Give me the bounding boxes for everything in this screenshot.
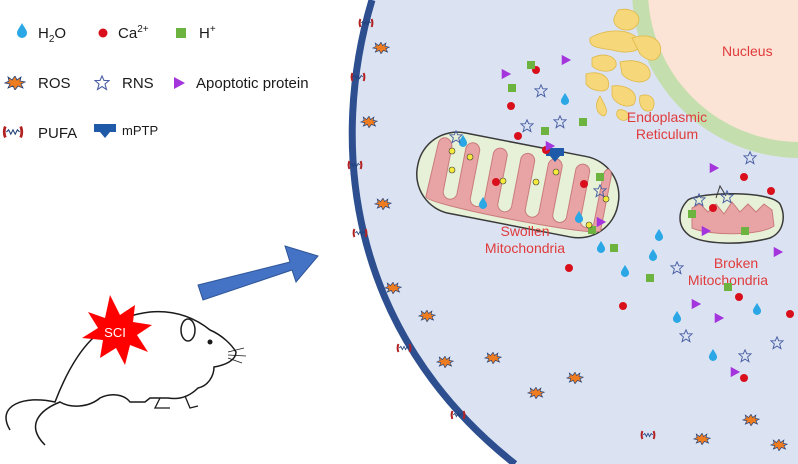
cytoplasm-proton-group (508, 61, 749, 291)
green-square-icon (588, 226, 596, 234)
red-dot-icon (709, 204, 717, 212)
green-square-icon (176, 28, 186, 38)
legend-label-pufa: PUFA (38, 125, 77, 142)
mptp-on-mitochondria (546, 148, 564, 162)
nucleus (648, 0, 798, 142)
legend-label-apoptotic: Apoptotic protein (196, 75, 309, 92)
legend-item-pufa: PUFA (2, 125, 77, 142)
green-square-icon (527, 61, 535, 69)
legend-item-proton: H+ (176, 24, 216, 42)
red-dot-icon (786, 310, 794, 318)
red-dot-icon (565, 264, 573, 272)
red-dot-icon (735, 293, 743, 301)
broken-label-line1: Broken (714, 255, 758, 271)
pufa-icon (2, 125, 24, 139)
mito-yellow-dots (448, 147, 610, 229)
red-dot-icon (740, 173, 748, 181)
red-dot-icon (98, 28, 108, 38)
green-square-icon (610, 244, 618, 252)
endoplasmic-reticulum (585, 8, 662, 121)
red-dot-icon (507, 102, 515, 110)
sci-burst-icon (82, 295, 152, 365)
green-square-icon (741, 227, 749, 235)
swollen-label-line1: Swollen (500, 223, 549, 239)
legend-label-calcium: Ca2+ (118, 24, 149, 42)
rat-paws (153, 395, 199, 409)
rat-illustration: SCI (5, 295, 247, 446)
legend-item-apoptotic: Apoptotic protein (174, 75, 309, 92)
cell: Nucleus (347, 0, 798, 464)
nucleus-label: Nucleus (722, 43, 773, 59)
purple-triangle-icon (174, 77, 185, 89)
broken-label-line2: Mitochondria (688, 272, 768, 288)
rat-body (5, 310, 237, 446)
legend: H2O Ca2+ H+ ROS RNS Apoptotic protein PU… (2, 23, 309, 142)
red-dot-icon (740, 374, 748, 382)
red-dot-icon (767, 187, 775, 195)
red-dot-icon (580, 180, 588, 188)
er-label-line1: Endoplasmic (627, 109, 707, 125)
legend-item-mptp: mPTP (94, 123, 158, 138)
red-dot-icon (514, 132, 522, 140)
legend-label-rns: RNS (122, 75, 154, 92)
mptp-icon (94, 124, 116, 138)
broken-mito-rupture (715, 184, 727, 199)
legend-label-mptp: mPTP (122, 123, 158, 138)
red-dot-icon (619, 302, 627, 310)
legend-item-ros: ROS (4, 75, 71, 92)
red-dot-icon (492, 178, 500, 186)
legend-item-calcium: Ca2+ (98, 24, 149, 42)
mptp-icon (546, 148, 564, 156)
cytoplasm-calcium-group (492, 66, 794, 382)
legend-item-water: H2O (17, 23, 66, 45)
green-square-icon (688, 210, 696, 218)
green-square-icon (508, 84, 516, 92)
green-square-icon (646, 274, 654, 282)
legend-item-rns: RNS (94, 75, 154, 92)
progression-arrow (197, 245, 319, 301)
green-square-icon (541, 127, 549, 135)
outline-star-icon (94, 75, 110, 91)
legend-label-water: H2O (38, 25, 66, 45)
legend-label-ros: ROS (38, 75, 71, 92)
green-square-icon (579, 118, 587, 126)
rat-ear (180, 318, 196, 342)
er-label-line2: Reticulum (636, 126, 698, 142)
water-drop-icon (17, 23, 27, 38)
swollen-label-line2: Mitochondria (485, 240, 565, 256)
green-square-icon (596, 173, 604, 181)
rat-whiskers (227, 347, 247, 364)
rat-eye (207, 339, 213, 345)
sci-label: SCI (104, 325, 126, 340)
orange-burst-icon (4, 76, 26, 90)
green-square-icon (724, 283, 732, 291)
legend-label-proton: H+ (199, 24, 216, 42)
cell-membrane (348, 0, 518, 464)
